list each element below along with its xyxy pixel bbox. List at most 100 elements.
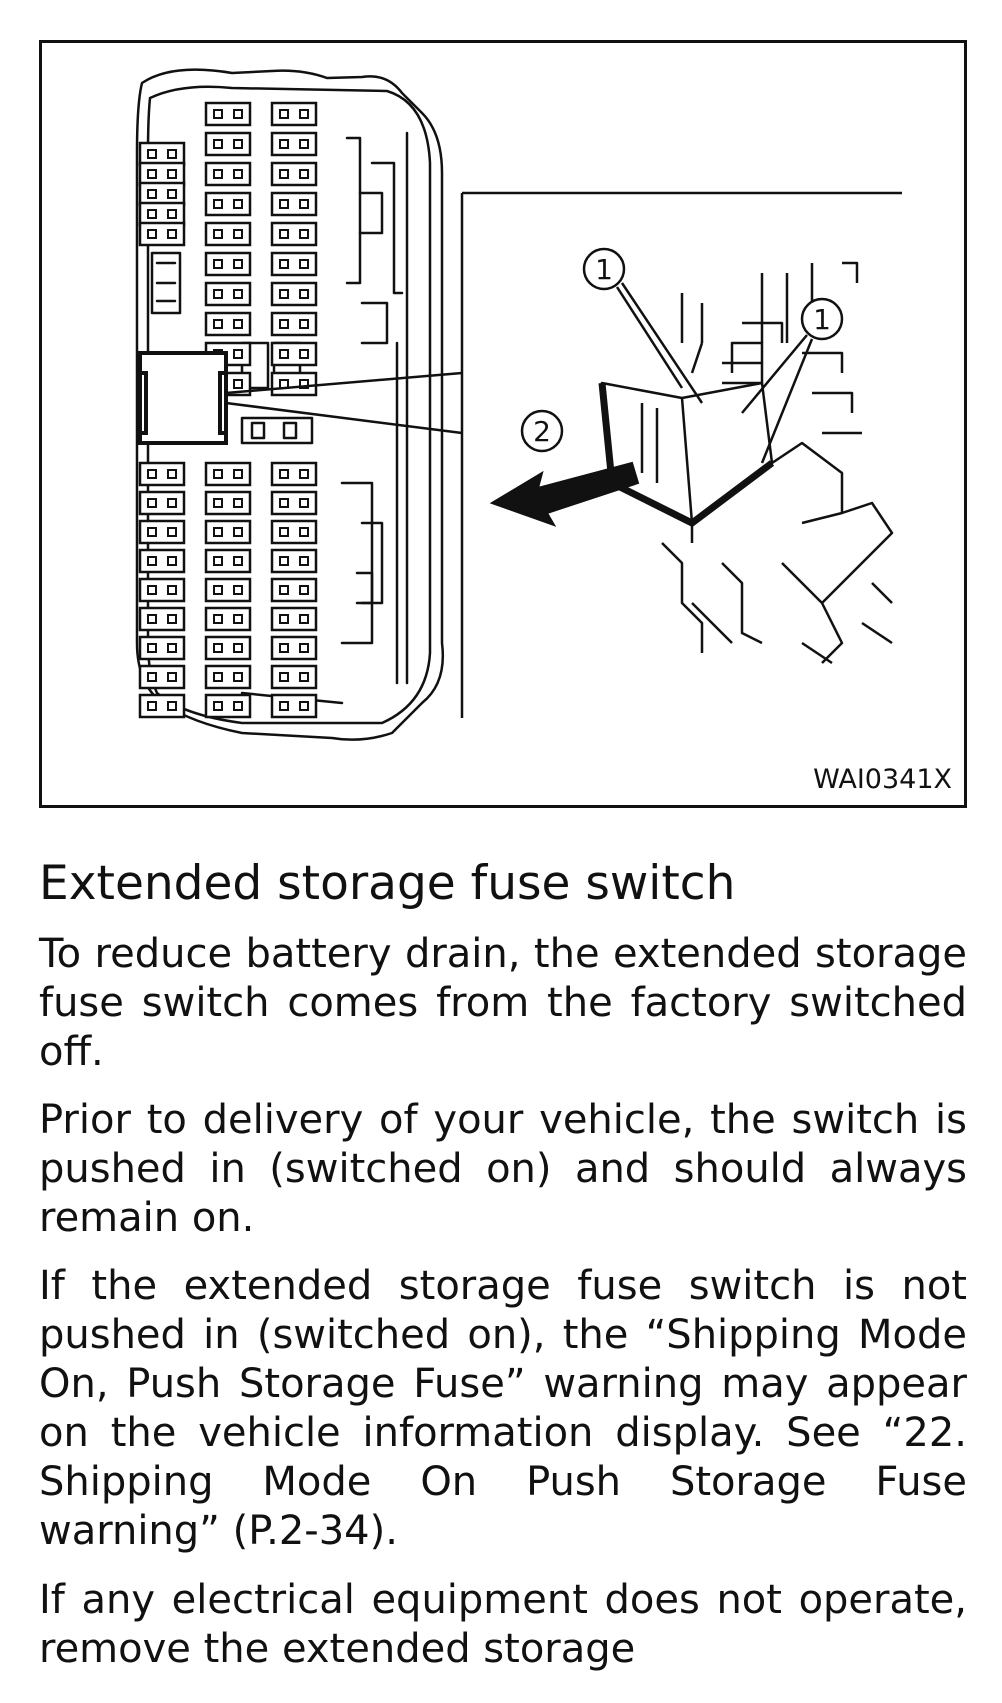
fuse-icon (270, 490, 318, 516)
fuse-terminal (147, 498, 157, 508)
fuse-box-diagram: 1 1 2 (135, 68, 902, 741)
fuse-icon (138, 201, 186, 227)
fuse-icon (138, 693, 186, 719)
fuse-icon (270, 577, 318, 603)
fuse-terminal (299, 556, 309, 566)
fuse-terminal (213, 139, 223, 149)
fuse-terminal (233, 349, 243, 359)
fuse-icon (138, 664, 186, 690)
fuse-terminal (279, 614, 289, 624)
fuse-icon (138, 577, 186, 603)
fuse-box-illustration: 1 1 2 WAI0341X (39, 40, 967, 808)
fuse-terminal (279, 109, 289, 119)
fuse-terminal (233, 379, 243, 389)
fuse-icon (138, 606, 186, 632)
fuse-terminal (299, 319, 309, 329)
pull-arrow-icon (489, 461, 640, 527)
fuse-terminal (279, 701, 289, 711)
callout-1-right (741, 297, 844, 464)
fuse-icon (204, 221, 252, 247)
svg-text:2: 2 (533, 415, 551, 448)
fuse-icon (204, 161, 252, 187)
fuse-terminal (167, 469, 177, 479)
fuse-terminal (147, 527, 157, 537)
fuse-terminal (213, 199, 223, 209)
fuse-terminal (279, 469, 289, 479)
fuse-icon (270, 693, 318, 719)
fuse-icon (270, 191, 318, 217)
fuse-terminal (279, 672, 289, 682)
fuse-icon (138, 161, 186, 187)
callout-1-left (582, 247, 704, 404)
fuse-terminal (147, 169, 157, 179)
fuse-array (138, 101, 318, 719)
callout-2 (520, 409, 564, 453)
fuse-terminal (279, 169, 289, 179)
fuse-icon (204, 606, 252, 632)
fuse-terminal (147, 556, 157, 566)
fuse-icon (270, 341, 318, 367)
fuse-terminal (167, 556, 177, 566)
fuse-terminal (213, 289, 223, 299)
fuse-icon (204, 281, 252, 307)
fuse-terminal (167, 498, 177, 508)
fuse-terminal (167, 189, 177, 199)
fuse-terminal (299, 289, 309, 299)
fuse-terminal (299, 199, 309, 209)
figure-code: WAI0341X (813, 764, 952, 795)
fuse-icon (270, 461, 318, 487)
fuse-terminal (279, 585, 289, 595)
fuse-terminal (147, 672, 157, 682)
fuse-terminal (279, 289, 289, 299)
fuse-icon (204, 191, 252, 217)
fuse-terminal (279, 199, 289, 209)
fuse-terminal (233, 614, 243, 624)
fuse-icon (270, 664, 318, 690)
fuse-terminal (147, 469, 157, 479)
fuse-terminal (213, 614, 223, 624)
svg-text:1: 1 (813, 303, 831, 336)
fuse-icon (270, 251, 318, 277)
fuse-terminal (213, 585, 223, 595)
fuse-terminal (167, 585, 177, 595)
fuse-terminal (233, 469, 243, 479)
fuse-terminal (147, 643, 157, 653)
fuse-icon (204, 101, 252, 127)
fuse-icon (138, 461, 186, 487)
paragraph-shipping-mode-warning: If the extended storage fuse switch is n… (39, 1263, 967, 1554)
fuse-terminal (167, 209, 177, 219)
fuse-terminal (233, 701, 243, 711)
fuse-terminal (233, 556, 243, 566)
fuse-icon (204, 693, 252, 719)
fuse-terminal (299, 701, 309, 711)
fuse-terminal (279, 259, 289, 269)
fuse-icon (270, 311, 318, 337)
fuse-terminal (299, 527, 309, 537)
fuse-terminal (213, 319, 223, 329)
fuse-terminal (213, 556, 223, 566)
fuse-terminal (233, 527, 243, 537)
fuse-icon (138, 221, 186, 247)
fuse-terminal (233, 498, 243, 508)
fuse-icon (270, 131, 318, 157)
fuse-terminal (279, 527, 289, 537)
fuse-terminal (279, 643, 289, 653)
fuse-icon (138, 181, 186, 207)
fuse-terminal (279, 139, 289, 149)
fuse-icon (204, 461, 252, 487)
paragraph-electrical-equipment: If any electrical equipment does not ope… (39, 1577, 967, 1672)
section-title: Extended storage fuse switch (39, 856, 736, 911)
fuse-terminal (233, 319, 243, 329)
fuse-terminal (167, 643, 177, 653)
fuse-icon (270, 371, 318, 397)
fuse-terminal (299, 469, 309, 479)
fuse-terminal (233, 139, 243, 149)
fuse-terminal (279, 319, 289, 329)
fuse-terminal (279, 349, 289, 359)
fuse-terminal (213, 527, 223, 537)
fuse-terminal (233, 199, 243, 209)
paragraph-battery-drain: To reduce battery drain, the extended st… (39, 931, 967, 1075)
fuse-icon (270, 161, 318, 187)
fuse-icon (138, 490, 186, 516)
fuse-terminal (299, 169, 309, 179)
